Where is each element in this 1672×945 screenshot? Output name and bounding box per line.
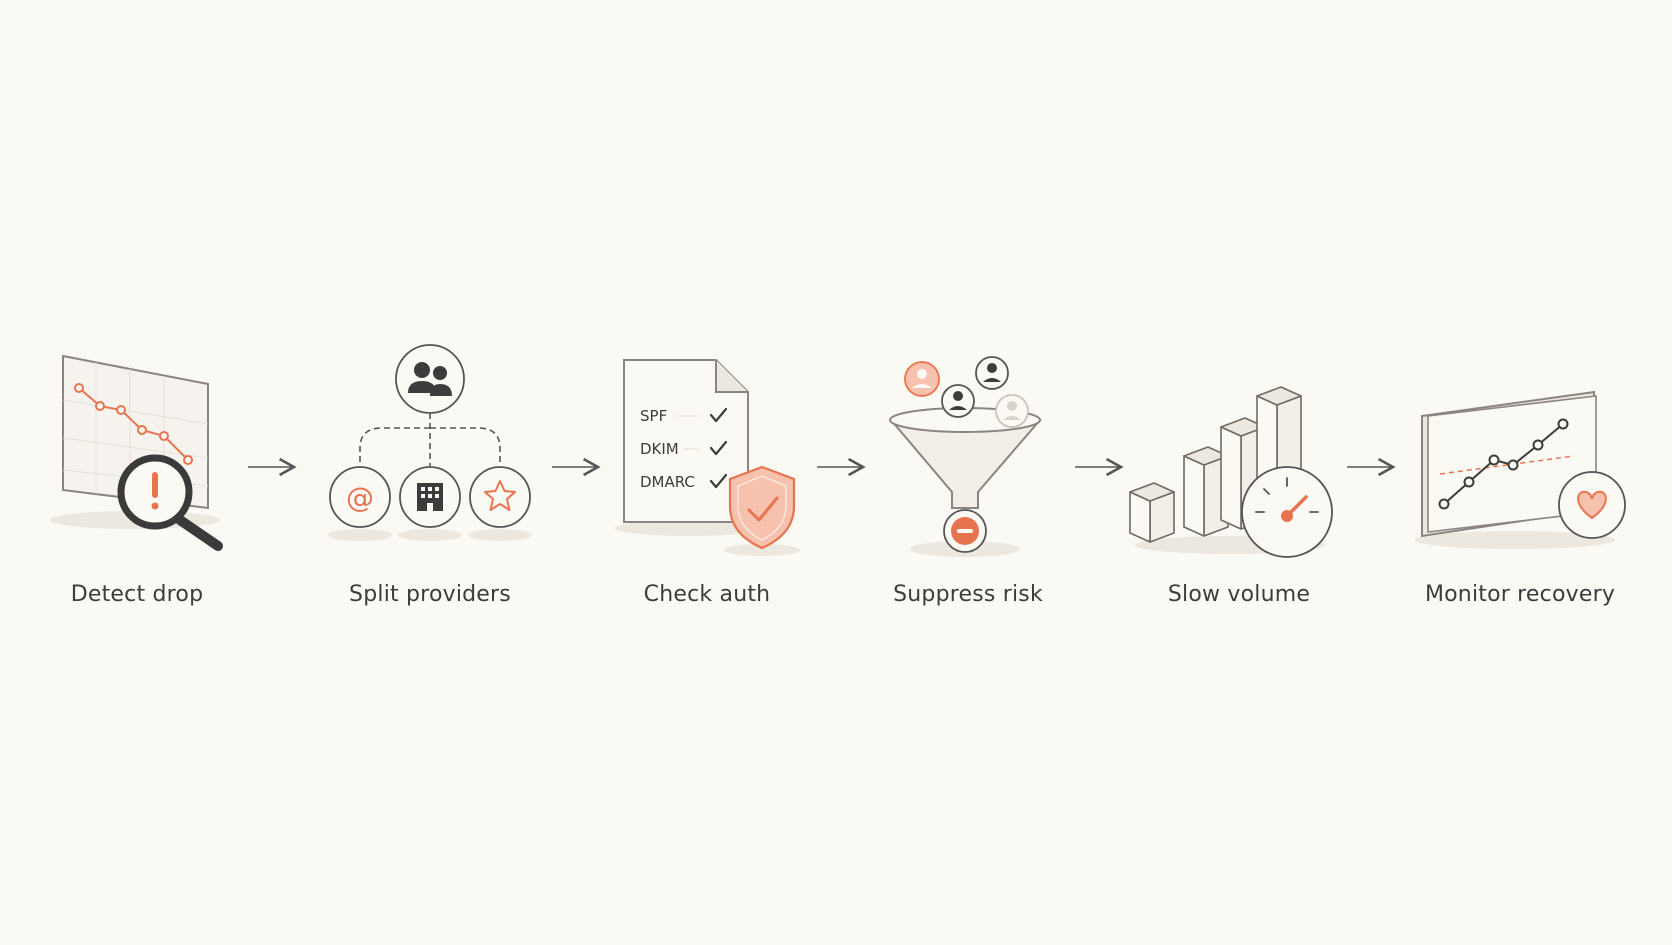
spf-label: SPF <box>640 407 667 425</box>
star-icon <box>484 480 516 511</box>
step-label-split-providers: Split providers <box>349 582 511 607</box>
split-providers-icon: @ <box>328 344 532 541</box>
check-auth-icon: SPF DKIM DMARC <box>615 359 800 556</box>
step-label-monitor-recovery: Monitor recovery <box>1424 582 1616 607</box>
check-icon <box>709 407 728 423</box>
check-icon <box>709 473 728 489</box>
users-icon <box>408 362 452 396</box>
at-sign-icon: @ <box>346 481 374 514</box>
building-icon <box>417 483 443 511</box>
step-label-check-auth: Check auth <box>643 582 771 607</box>
shield-icon <box>728 465 796 550</box>
slow-volume-icon <box>1129 386 1333 558</box>
step-label-suppress-risk: Suppress risk <box>893 582 1043 607</box>
detect-drop-icon <box>50 354 223 551</box>
check-icon <box>709 440 728 456</box>
suppress-risk-icon <box>889 356 1042 557</box>
step-label-detect-drop: Detect drop <box>70 582 204 607</box>
step-label-slow-volume: Slow volume <box>1167 582 1311 607</box>
monitor-recovery-icon <box>1415 390 1626 549</box>
heart-icon <box>1577 490 1607 520</box>
dmarc-label: DMARC <box>640 473 695 491</box>
dkim-label: DKIM <box>640 440 679 458</box>
